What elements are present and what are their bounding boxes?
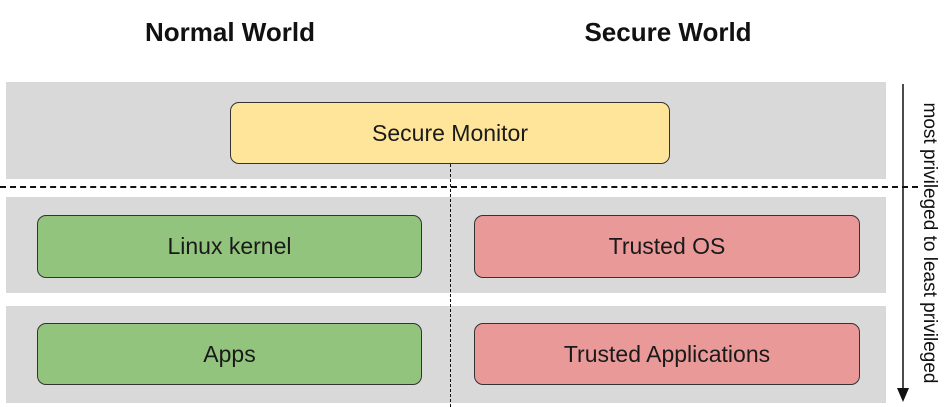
- secure-monitor-box: Secure Monitor: [230, 102, 670, 164]
- trusted-os-box: Trusted OS: [474, 215, 860, 278]
- apps-box: Apps: [37, 323, 422, 385]
- privilege-arrow-icon: [897, 84, 909, 402]
- privilege-axis-label: most privileged to least privileged: [919, 102, 940, 384]
- world-privilege-divider: [0, 186, 918, 188]
- normal-secure-divider: [450, 164, 451, 407]
- linux-kernel-label: Linux kernel: [167, 233, 292, 259]
- normal-world-heading: Normal World: [145, 17, 315, 47]
- secure-monitor-label: Secure Monitor: [372, 119, 528, 146]
- linux-kernel-box: Linux kernel: [37, 215, 422, 278]
- trusted-applications-label: Trusted Applications: [563, 340, 771, 367]
- secure-world-heading: Secure World: [584, 17, 752, 47]
- apps-label: Apps: [203, 340, 256, 367]
- trusted-os-label: Trusted OS: [608, 233, 726, 259]
- trusted-applications-box: Trusted Applications: [474, 323, 860, 385]
